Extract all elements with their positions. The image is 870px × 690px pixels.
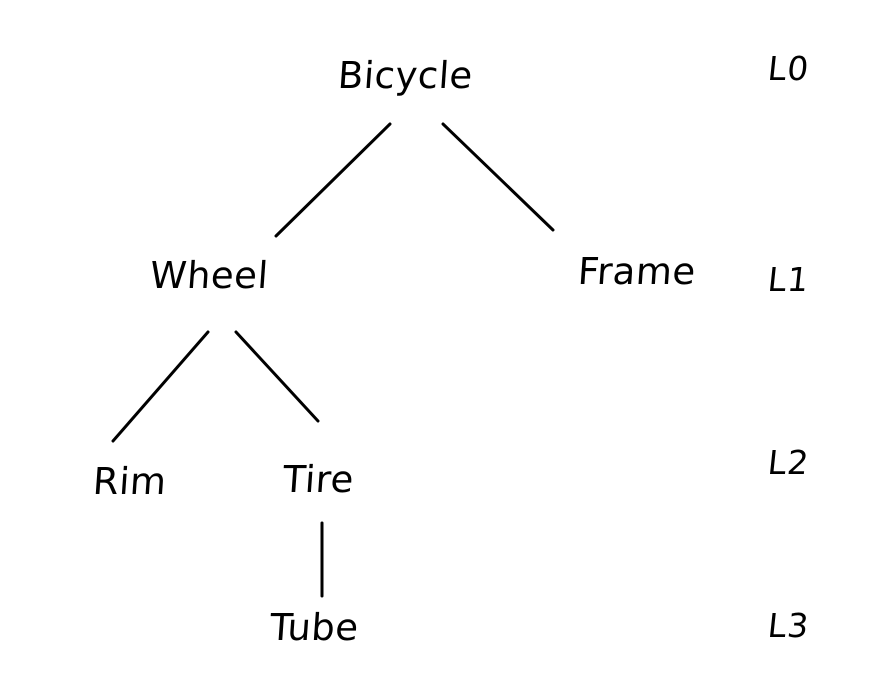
level-label-l1: L1 — [765, 260, 812, 299]
level-label-l2: L2 — [765, 443, 812, 482]
edge-wheel-tire — [234, 330, 320, 423]
node-bicycle: Bicycle — [336, 54, 475, 97]
edge-wheel-rim — [111, 330, 210, 443]
edge-bicycle-wheel — [274, 122, 392, 238]
node-rim: Rim — [91, 460, 169, 503]
node-tube: Tube — [268, 606, 361, 649]
node-tire: Tire — [281, 458, 356, 501]
level-label-l3: L3 — [765, 606, 812, 645]
level-label-l0: L0 — [765, 49, 812, 88]
node-frame: Frame — [576, 250, 698, 293]
edge-bicycle-frame — [441, 122, 555, 232]
node-wheel: Wheel — [148, 254, 270, 297]
